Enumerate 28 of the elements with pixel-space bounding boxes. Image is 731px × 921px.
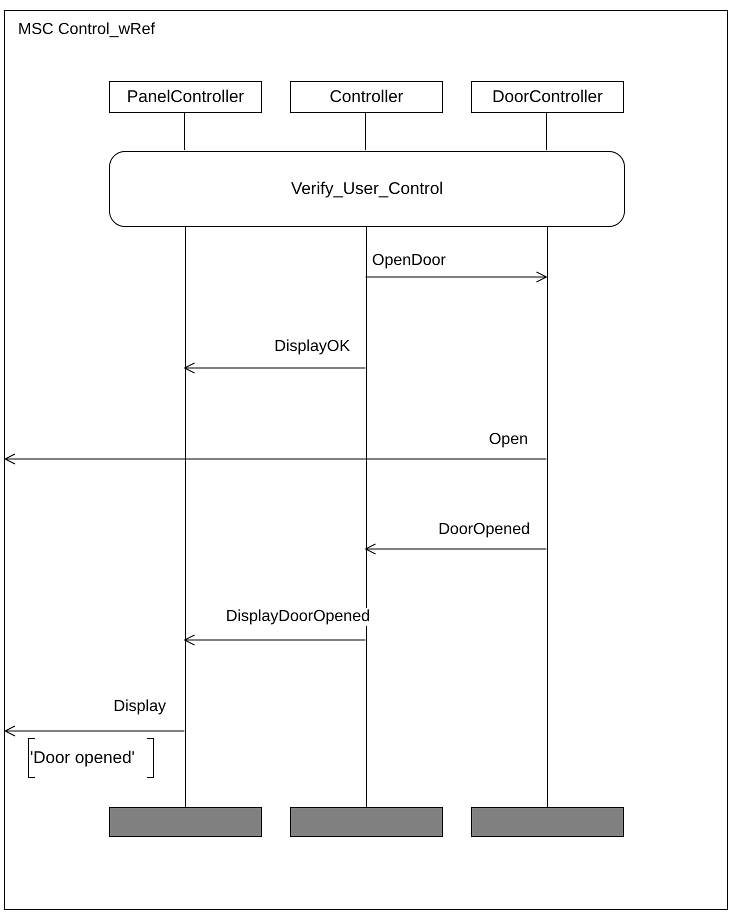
lifeline: [184, 112, 185, 150]
lifeline: [547, 227, 548, 807]
message-arrow: [184, 362, 366, 374]
instance-end-bar: [471, 807, 624, 837]
lifeline: [185, 227, 186, 807]
message-arrow: [4, 454, 547, 464]
message-arrow: [184, 634, 366, 646]
instance-end-bar: [290, 807, 443, 837]
lifeline: [546, 112, 547, 150]
instance-box: Controller: [290, 81, 443, 113]
reference-box: Verify_User_Control: [109, 151, 625, 227]
edge-label: OpenDoor: [372, 252, 446, 270]
instance-end-bar: [109, 807, 262, 837]
lifeline: [365, 112, 366, 150]
frame-heading: MSC Control_wRef: [18, 21, 155, 39]
message-parameter: 'Door opened': [28, 738, 154, 778]
instance-box: PanelController: [109, 81, 262, 113]
instance-box: DoorController: [471, 81, 624, 113]
edge-label: Display: [114, 698, 166, 716]
edge-label: DisplayDoorOpened: [226, 608, 370, 626]
message-arrow: [365, 272, 547, 282]
message-arrow: [365, 544, 547, 554]
lifeline: [366, 227, 367, 807]
edge-label: Open: [488, 431, 528, 449]
diagram-frame: [4, 10, 728, 910]
edge-label: DisplayOK: [274, 338, 350, 356]
message-arrow: [4, 726, 185, 736]
edge-label: DoorOpened: [438, 521, 530, 539]
